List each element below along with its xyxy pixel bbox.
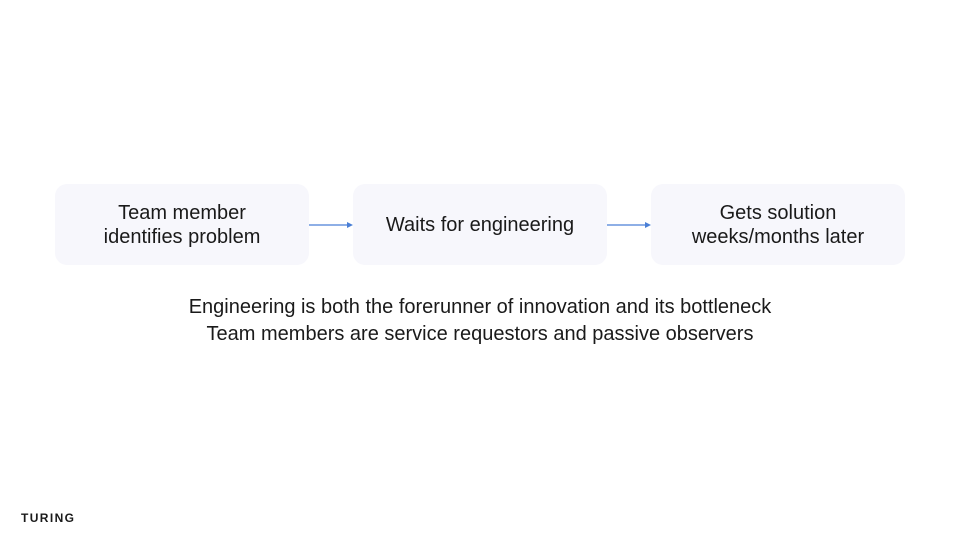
step-label: Team member identifies problem: [103, 201, 261, 248]
step-gets-solution: Gets solution weeks/months later: [651, 184, 905, 265]
turing-logo: TURING: [21, 511, 76, 525]
step-identifies-problem: Team member identifies problem: [55, 184, 309, 265]
step-label: Gets solution weeks/months later: [691, 201, 865, 248]
step-label: Waits for engineering: [385, 213, 575, 236]
step-waits-for-engineering: Waits for engineering: [353, 184, 607, 265]
caption-line-2: Team members are service requestors and …: [206, 323, 754, 345]
caption-line-1: Engineering is both the forerunner of in…: [188, 296, 772, 318]
arrow-step2-to-step3: [607, 222, 651, 228]
arrow-step1-to-step2: [309, 222, 353, 228]
